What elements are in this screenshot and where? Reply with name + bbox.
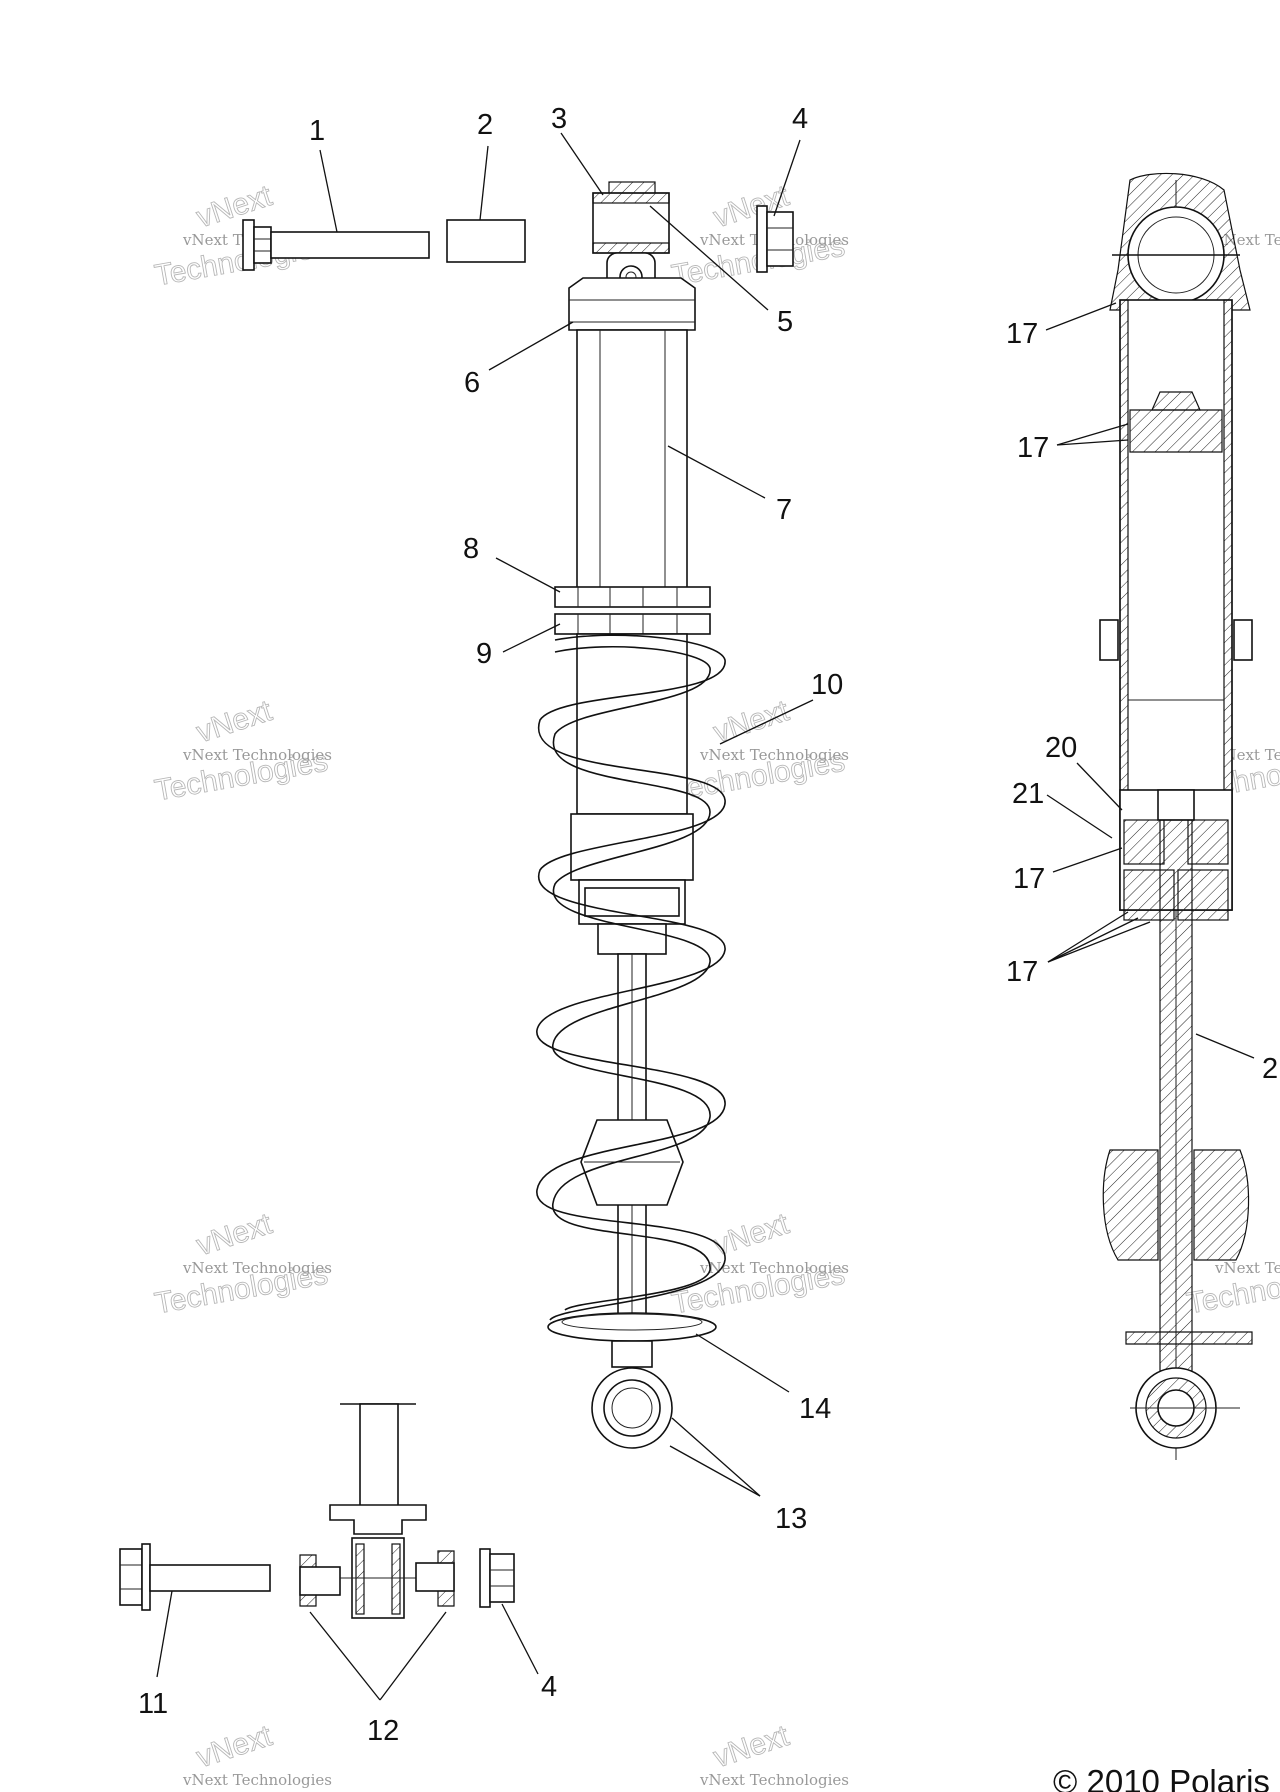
svg-text:vNext Technologies: vNext Technologies xyxy=(699,1771,849,1789)
part-12-bushing-right xyxy=(415,1550,455,1607)
svg-text:vNext: vNext xyxy=(193,1719,277,1774)
watermark-mid-left: vNext vNext Technologies Technologies xyxy=(152,694,332,808)
part-11-bolt xyxy=(119,1543,271,1611)
svg-text:vNext Technologies: vNext Technologies xyxy=(699,1259,849,1277)
svg-text:vNext: vNext xyxy=(193,1207,277,1262)
part-10-spring xyxy=(536,634,726,1321)
svg-text:vNext: vNext xyxy=(710,1207,794,1262)
svg-text:vNext: vNext xyxy=(193,694,277,749)
part-2-spacer xyxy=(446,219,526,263)
svg-text:vNext Technologies: vNext Technologies xyxy=(182,746,332,764)
callout-17-a: 17 xyxy=(1006,318,1038,350)
svg-text:vNext: vNext xyxy=(710,1719,794,1774)
part-7-body-tube xyxy=(576,329,688,589)
watermarks: vNext vNext Technologies Technologies vN… xyxy=(152,179,1280,1789)
callout-1: 1 xyxy=(309,115,325,147)
part-1-bolt xyxy=(242,219,430,271)
watermark-mid-center: vNext vNext Technologies Technologies xyxy=(669,694,849,808)
watermark-bottom-left: vNext vNext Technologies xyxy=(182,1719,332,1789)
part-13-bottom-eye xyxy=(591,1367,673,1449)
svg-text:vNext Technologies: vNext Technologies xyxy=(1214,1259,1280,1277)
callout-17-d: 17 xyxy=(1006,956,1038,988)
part-4-nut-bottom xyxy=(479,1548,515,1608)
callout-8: 8 xyxy=(463,533,479,565)
bottom-shaft-section xyxy=(329,1403,427,1535)
svg-text:vNext Technologies: vNext Technologies xyxy=(182,1259,332,1277)
callout-5: 5 xyxy=(777,306,793,338)
callout-3: 3 xyxy=(551,103,567,135)
callout-6: 6 xyxy=(464,367,480,399)
watermark-low-center: vNext vNext Technologies Technologies xyxy=(669,1207,849,1321)
callout-13: 13 xyxy=(775,1503,807,1535)
callout-17-b: 17 xyxy=(1017,432,1049,464)
callout-11: 11 xyxy=(138,1688,168,1720)
svg-text:vNext: vNext xyxy=(710,694,794,749)
callout-7: 7 xyxy=(776,494,792,526)
part-12-bushing-left xyxy=(299,1554,341,1607)
callout-14: 14 xyxy=(799,1393,831,1425)
part-3-top-bushing xyxy=(592,181,670,254)
part-4-nut xyxy=(756,205,794,273)
callout-4-top: 4 xyxy=(792,103,808,135)
svg-text:vNext Technologies: vNext Technologies xyxy=(699,746,849,764)
bump-stop xyxy=(580,1119,684,1206)
callout-2: 2 xyxy=(477,109,493,141)
section-view xyxy=(1099,172,1253,1460)
part-14-spring-seat xyxy=(547,1312,717,1368)
callout-17-c: 17 xyxy=(1013,863,1045,895)
callout-9: 9 xyxy=(476,638,492,670)
part-8-preload-ring xyxy=(554,586,711,608)
callout-4-bottom: 4 xyxy=(541,1671,557,1703)
watermark-right-low: vNext Technologies Technologies xyxy=(1184,1257,1280,1321)
callout-20: 20 xyxy=(1045,732,1077,764)
callout-numbers: 1 2 3 4 5 6 7 8 9 10 11 12 13 14 4 17 17… xyxy=(138,103,1278,1747)
watermark-low-left: vNext vNext Technologies Technologies xyxy=(152,1207,332,1321)
callout-12: 12 xyxy=(367,1715,399,1747)
leader-lines xyxy=(156,132,1255,1701)
callout-21: 21 xyxy=(1012,778,1044,810)
callout-10: 10 xyxy=(811,669,843,701)
copyright-notice: © 2010 Polaris xyxy=(1053,1763,1270,1792)
bottom-eye-section xyxy=(340,1537,416,1619)
svg-text:vNext Technologies: vNext Technologies xyxy=(182,1771,332,1789)
part-6-cap xyxy=(568,277,696,331)
watermark-bottom-center: vNext vNext Technologies xyxy=(699,1719,849,1789)
callout-2-right: 2 xyxy=(1262,1053,1278,1085)
svg-text:vNext: vNext xyxy=(193,179,277,234)
part-9-lock-ring xyxy=(554,613,711,635)
lower-body-tube xyxy=(570,633,694,955)
